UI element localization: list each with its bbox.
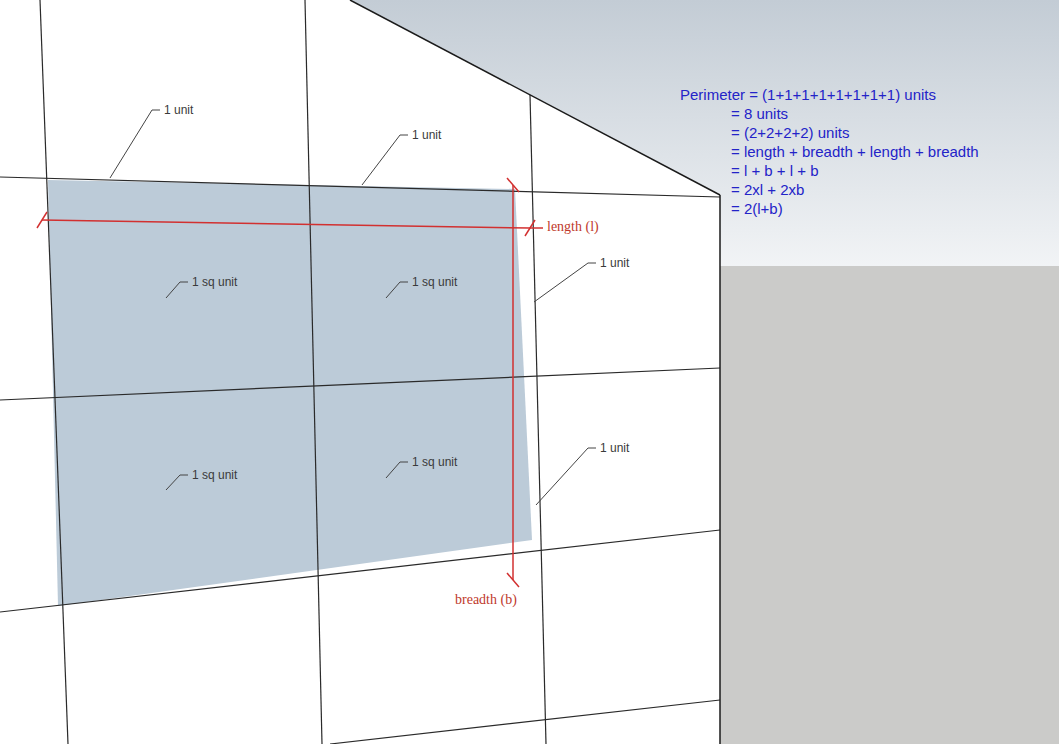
leader-line — [386, 462, 408, 478]
grid-line — [40, 0, 68, 744]
area-label: 1 sq unit — [412, 275, 457, 289]
area-label: 1 sq unit — [192, 468, 237, 482]
length-line — [42, 220, 530, 228]
wall-edges — [350, 0, 720, 744]
label-tick — [530, 227, 543, 229]
grid-lines — [0, 0, 720, 744]
dimension-label: length (l) — [547, 219, 599, 236]
grid-line — [330, 700, 720, 744]
grid-line — [0, 368, 720, 400]
leader-line — [534, 263, 596, 302]
unit-label: 1 unit — [600, 256, 629, 270]
leader-lines — [110, 110, 596, 505]
formula-line: = 2(l+b) — [731, 200, 783, 218]
dimension-lines — [37, 178, 543, 587]
leader-line — [166, 475, 188, 490]
tick — [37, 212, 47, 228]
leader-line — [110, 110, 160, 178]
front-wall — [0, 0, 720, 744]
area-label: 1 sq unit — [192, 275, 237, 289]
grid-line — [0, 530, 720, 612]
roof-edge — [350, 0, 720, 195]
grid-line — [305, 0, 322, 744]
leader-line — [386, 282, 408, 298]
tick — [507, 573, 519, 587]
unit-label: 1 unit — [164, 103, 193, 117]
area-label: 1 sq unit — [412, 455, 457, 469]
formula-line: Perimeter = (1+1+1+1+1+1+1+1) units — [680, 86, 936, 104]
leader-line — [166, 282, 188, 298]
corner-edge — [719, 195, 721, 744]
formula-line: = 8 units — [731, 105, 788, 123]
dimension-label: breadth (b) — [455, 592, 517, 609]
grid-line — [0, 177, 720, 197]
grid-line — [530, 95, 546, 744]
tick — [507, 178, 519, 192]
leader-line — [536, 448, 596, 505]
unit-label: 1 unit — [600, 441, 629, 455]
unit-label: 1 unit — [412, 128, 441, 142]
formula-line: = 2xl + 2xb — [731, 181, 804, 199]
leader-line — [362, 135, 408, 185]
shaded-area — [48, 180, 532, 606]
formula-line: = l + b + l + b — [731, 162, 819, 180]
formula-line: = length + breadth + length + breadth — [731, 143, 979, 161]
side-wall — [720, 266, 1059, 744]
formula-line: = (2+2+2+2) units — [731, 124, 849, 142]
breadth-line — [512, 185, 514, 580]
